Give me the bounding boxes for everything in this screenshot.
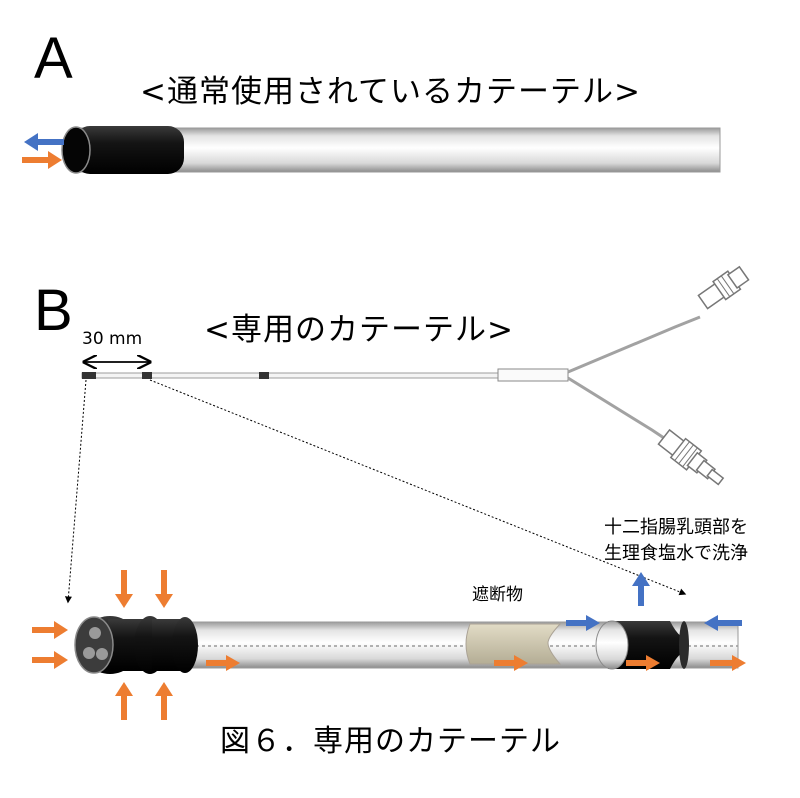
title-conventional-catheter: <通常使用されているカテーテル>	[140, 74, 642, 110]
arrow-inflow-orange-a	[22, 151, 62, 169]
scale-label: 30 mm	[82, 329, 143, 349]
marker-band-3	[259, 372, 269, 379]
flush-note-line2: 生理食塩水で洗浄	[604, 543, 748, 564]
tip-front-face	[74, 616, 114, 674]
catheter-a-tip	[74, 126, 184, 174]
arrow-orange-entry-2	[32, 651, 68, 669]
panel-label-a: A	[34, 26, 73, 91]
lumen-hole-1	[89, 627, 101, 639]
marker-band-2	[142, 372, 152, 379]
branch-lower	[567, 376, 668, 442]
arrow-orange-in-sleeve	[626, 655, 660, 671]
arrow-orange-exit	[710, 655, 746, 671]
arrow-orange-up-1	[115, 682, 133, 720]
conventional-catheter	[61, 126, 721, 174]
arrow-blue-right-in	[704, 615, 742, 631]
flush-sleeve	[595, 620, 689, 670]
arrow-blue-left-in	[566, 615, 600, 631]
catheter-a-opening	[61, 126, 91, 174]
arrow-orange-up-2	[155, 682, 173, 720]
panel-label-b: B	[34, 278, 73, 343]
sleeve-face	[595, 620, 629, 670]
zoom-line-right	[149, 379, 687, 596]
figure-caption: 図６．専用のカテーテル	[220, 724, 561, 759]
zoom-line-left	[64, 379, 87, 604]
arrow-orange-down-2	[155, 570, 173, 608]
occluder-label: 遮断物	[472, 585, 523, 605]
lumen-hole-3	[96, 648, 108, 660]
marker-band-1	[82, 372, 96, 379]
luer-connector-upper	[697, 265, 750, 310]
catheter-b-enlarged	[74, 616, 739, 674]
lumen-hole-2	[83, 647, 95, 659]
luer-connector-lower	[657, 428, 725, 486]
occluder	[465, 623, 562, 665]
title-dedicated-catheter: <専用のカテーテル>	[204, 312, 514, 348]
arrow-blue-up	[632, 572, 650, 606]
tri-lumen-tip	[74, 616, 198, 674]
hub-junction	[497, 368, 569, 382]
arrow-orange-lumen-2	[494, 655, 528, 671]
flush-note-line1: 十二指腸乳頭部を	[604, 517, 748, 538]
arrow-orange-down-1	[115, 570, 133, 608]
arrow-orange-lumen-1	[206, 655, 240, 671]
arrow-orange-entry-1	[32, 621, 68, 639]
arrow-outflow-blue-a	[24, 133, 64, 151]
catheter-b-overview	[81, 265, 750, 486]
branch-upper	[567, 315, 701, 374]
